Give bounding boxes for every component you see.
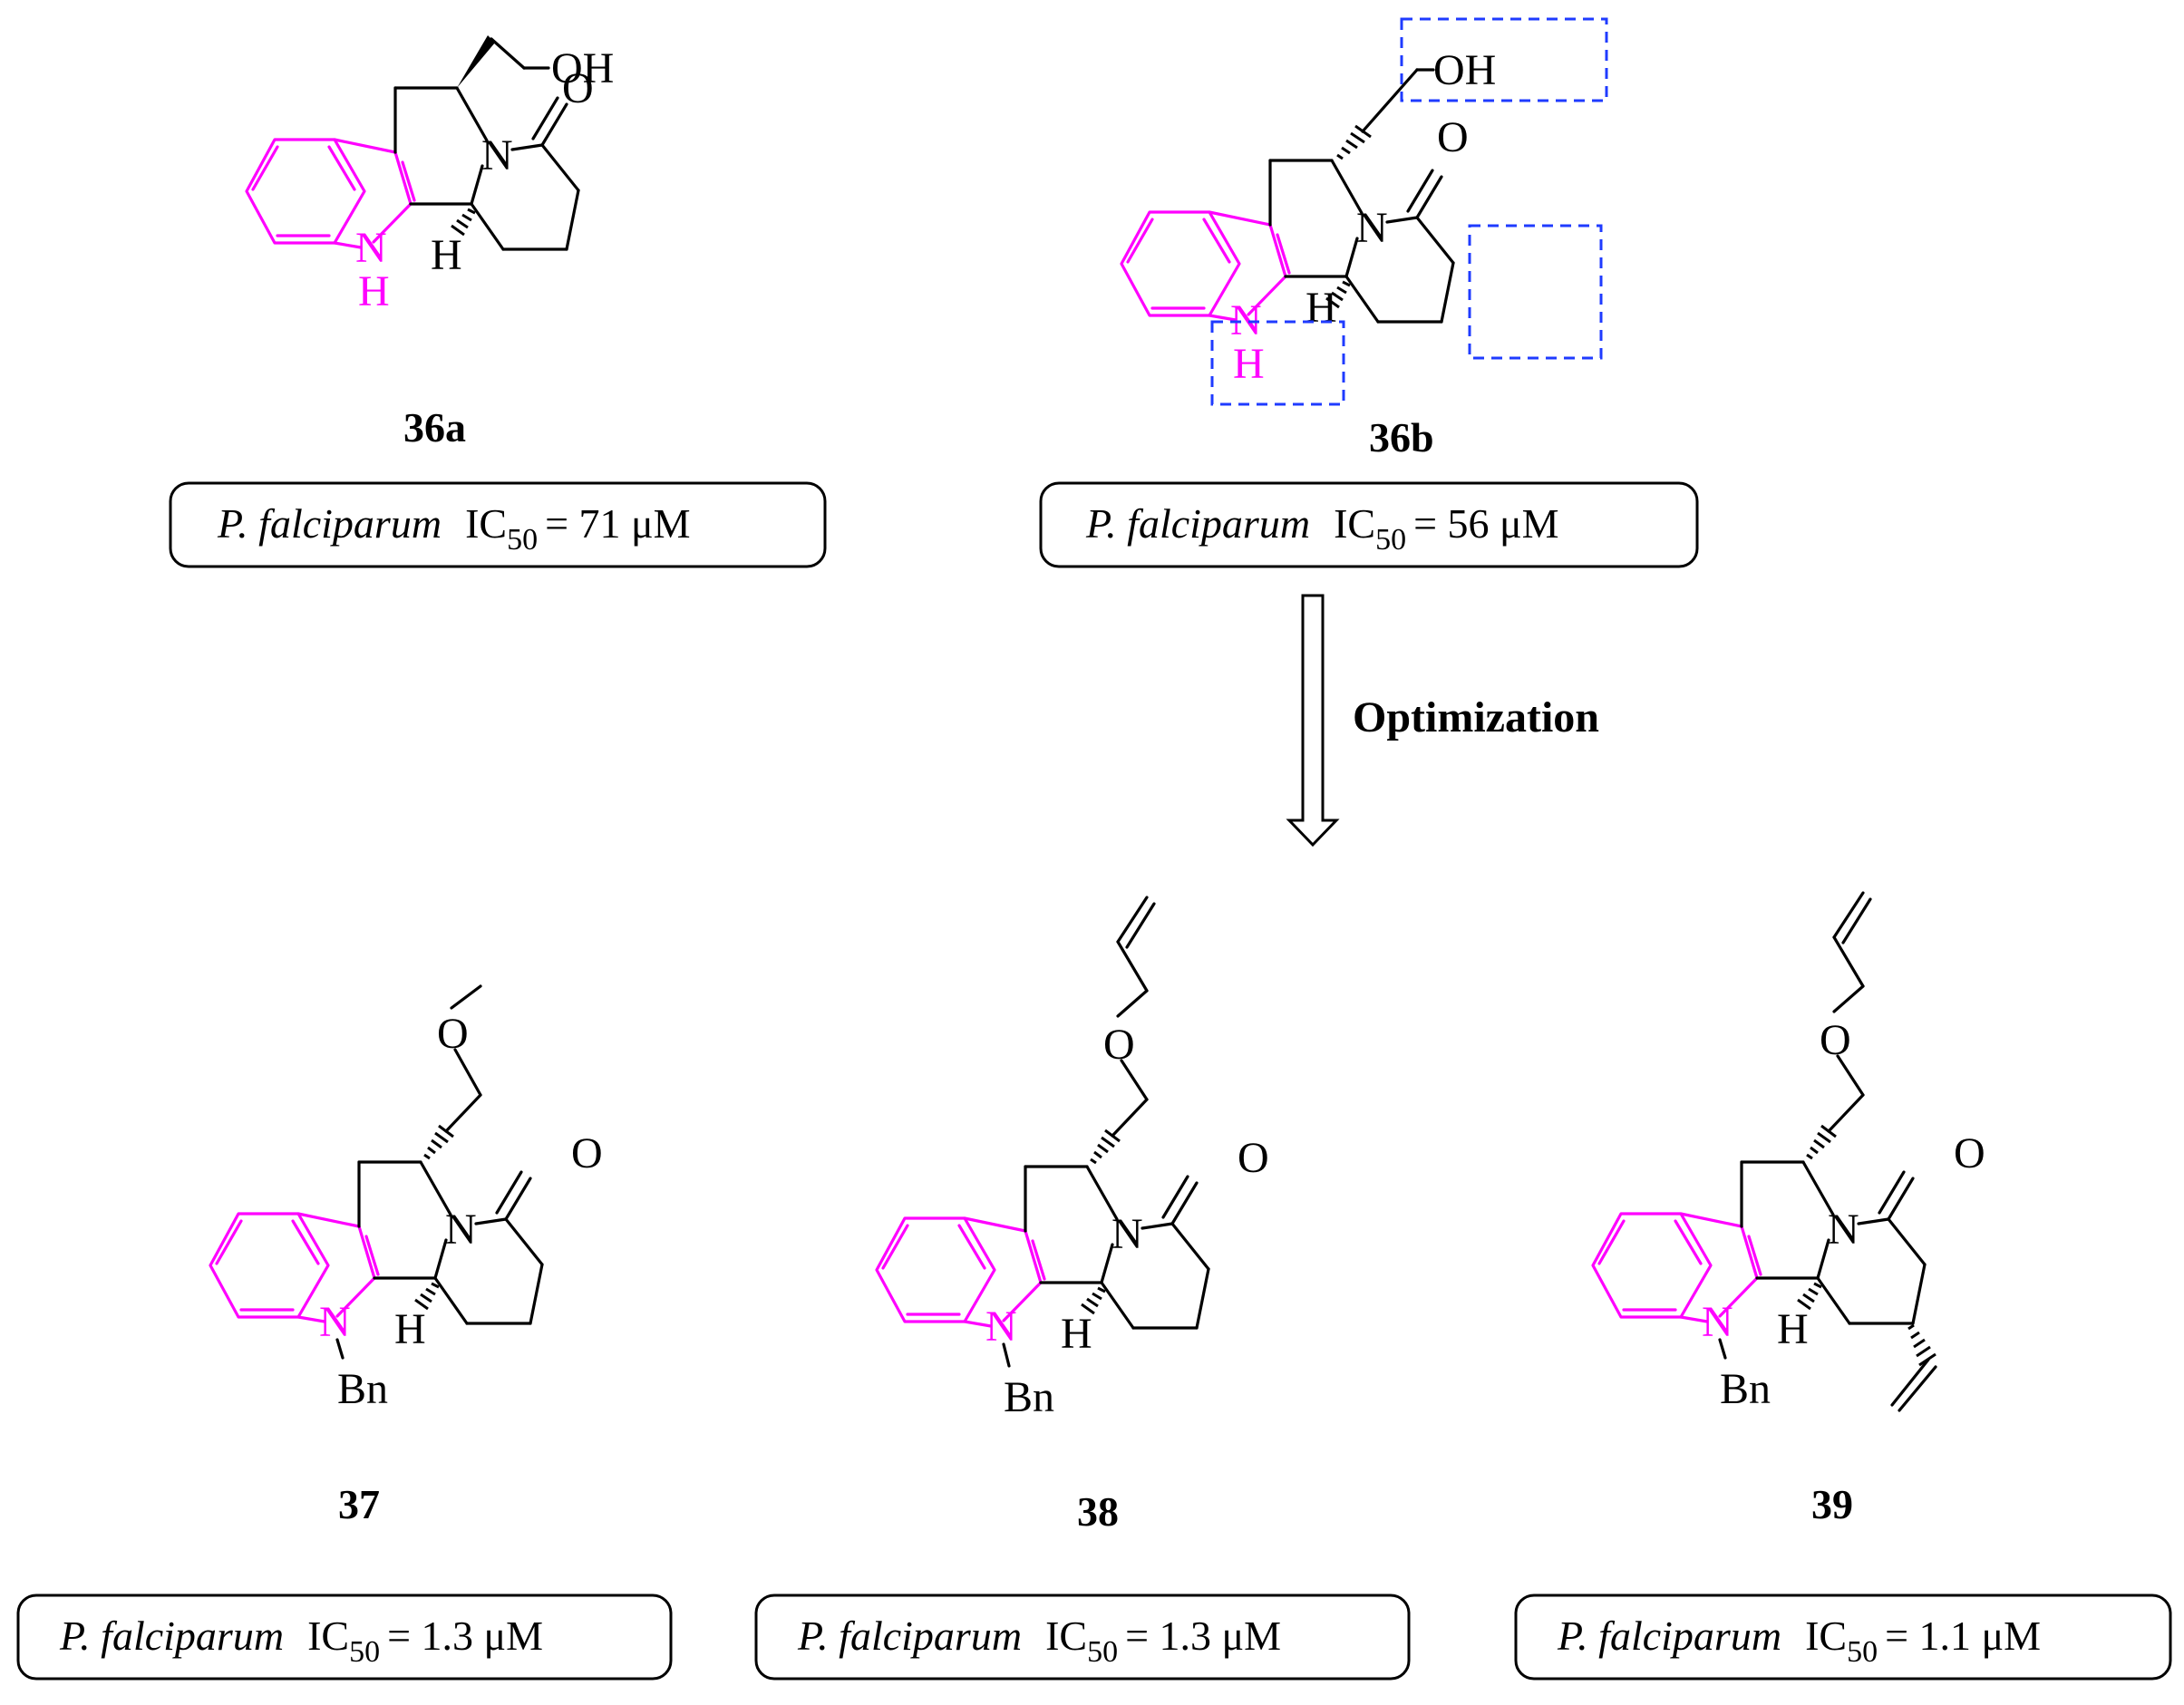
- ic50-value: = 1.3 μM: [387, 1613, 543, 1659]
- structure-36b: OH O N N H H: [1120, 17, 1608, 406]
- ic50-value: = 56 μM: [1413, 500, 1559, 547]
- assay-subscript: 50: [349, 1635, 380, 1669]
- amide-n-label: N: [1828, 1206, 1859, 1254]
- assay-label: IC: [307, 1613, 349, 1659]
- assay-label: IC: [1045, 1613, 1087, 1659]
- ring-modification-box: [1468, 224, 1603, 360]
- assay-subscript: 50: [1087, 1635, 1118, 1669]
- organism-label: P. falciparum: [59, 1613, 284, 1659]
- compound-label-38: 38: [1077, 1488, 1119, 1535]
- assay-subscript: 50: [507, 523, 538, 557]
- activity-box-36b: P. falciparum IC50= 56 μM: [1039, 481, 1699, 568]
- activity-box-39: P. falciparum IC50= 1.1 μM: [1514, 1594, 2172, 1681]
- assay-subscript: 50: [1375, 523, 1406, 557]
- hydroxyl-label: OH: [1433, 46, 1496, 94]
- structure-39: O O N N H Bn: [1591, 891, 1985, 1413]
- junction-h-label: H: [394, 1305, 426, 1353]
- carbonyl-o-label: O: [562, 64, 594, 112]
- ic50-value: = 71 μM: [545, 500, 691, 547]
- activity-box-38: P. falciparum IC50= 1.3 μM: [754, 1594, 1411, 1681]
- indole-n-label: N: [319, 1298, 351, 1346]
- organism-label: P. falciparum: [1085, 500, 1310, 547]
- junction-h-label: H: [1777, 1305, 1809, 1353]
- carbonyl-o-label: O: [1238, 1134, 1269, 1182]
- compound-label-39: 39: [1811, 1481, 1853, 1527]
- amide-n-label: N: [1356, 204, 1388, 252]
- optimization-label: Optimization: [1353, 693, 1599, 741]
- amide-n-label: N: [1111, 1210, 1143, 1258]
- benzyl-label: Bn: [1720, 1365, 1771, 1413]
- structure-38: O O N N H Bn: [875, 896, 1269, 1421]
- assay-label: IC: [1334, 500, 1375, 547]
- amide-n-label: N: [445, 1206, 477, 1254]
- ether-o-label: O: [437, 1010, 469, 1058]
- indole-n-label: N: [355, 224, 387, 272]
- activity-box-37: P. falciparum IC50= 1.3 μM: [16, 1594, 673, 1681]
- indole-n-label: N: [985, 1303, 1017, 1351]
- benzyl-label: Bn: [1004, 1373, 1054, 1421]
- organism-label: P. falciparum: [1557, 1613, 1781, 1659]
- compound-label-36a: 36a: [403, 404, 466, 450]
- carbonyl-o-label: O: [1437, 113, 1469, 161]
- junction-h-label: H: [1061, 1310, 1092, 1358]
- organism-label: P. falciparum: [797, 1613, 1022, 1659]
- structure-36a: OH O N N H H: [245, 35, 614, 315]
- benzyl-label: Bn: [337, 1365, 388, 1413]
- assay-label: IC: [465, 500, 507, 547]
- carbonyl-o-label: O: [1954, 1129, 1985, 1177]
- carbonyl-o-label: O: [571, 1129, 603, 1177]
- junction-h-label: H: [1306, 284, 1337, 332]
- indole-h-label: H: [358, 267, 390, 315]
- structure-37: O O N N H Bn: [209, 984, 603, 1413]
- ether-o-label: O: [1103, 1021, 1135, 1069]
- indole-h-label: H: [1233, 340, 1265, 388]
- assay-label: IC: [1805, 1613, 1847, 1659]
- activity-box-36a: P. falciparum IC50= 71 μM: [169, 481, 827, 568]
- amide-n-label: N: [481, 131, 513, 179]
- optimization-arrow: [1286, 594, 1340, 848]
- ether-o-label: O: [1820, 1016, 1851, 1064]
- compound-label-36b: 36b: [1369, 414, 1434, 460]
- assay-subscript: 50: [1847, 1635, 1878, 1669]
- junction-h-label: H: [431, 231, 462, 279]
- indole-n-label: N: [1702, 1298, 1733, 1346]
- hydroxyl-modification-box: [1400, 17, 1608, 102]
- hydroxyl-label: OH: [551, 44, 614, 92]
- compound-label-37: 37: [338, 1481, 380, 1527]
- ic50-value: = 1.1 μM: [1885, 1613, 2041, 1659]
- ic50-value: = 1.3 μM: [1125, 1613, 1281, 1659]
- indole-nh-modification-box: [1210, 320, 1345, 406]
- organism-label: P. falciparum: [217, 500, 442, 547]
